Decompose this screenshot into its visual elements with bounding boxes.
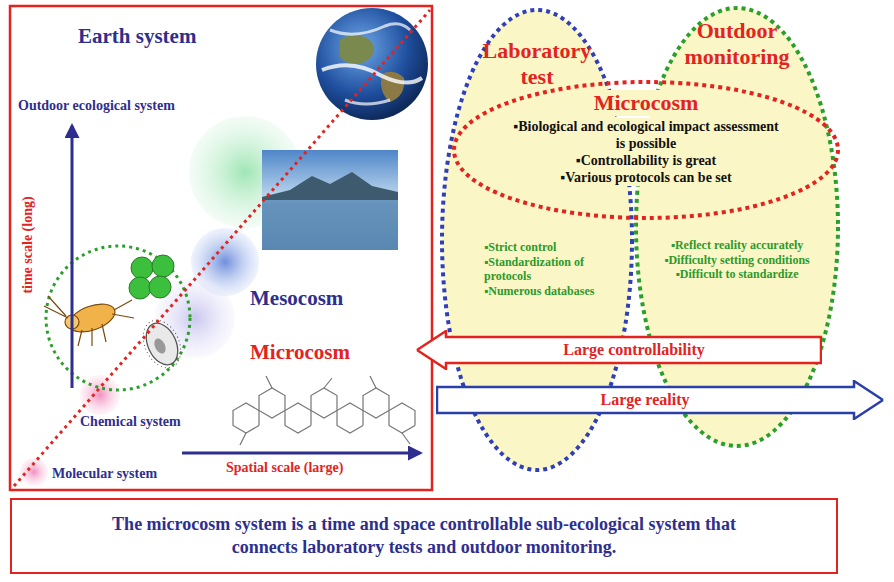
bullet-text: ▪Biological and ecological impact assess… [506,118,786,152]
scale-label: Molecular system [52,466,157,483]
scale-diagonal [14,10,430,486]
scope-ellipse: Microcosm▪Biological and ecological impa… [452,80,840,220]
crustacean [44,296,134,346]
scale-label: Outdoor ecological system [18,98,175,115]
scope-ellipse: Outdoor monitoring ▪Reflect reality accur… [634,6,840,448]
caption-box: The microcosm system is a time and space… [10,498,838,574]
bullet-text: ▪Standardization of protocols [484,255,616,284]
bullet-text: ▪Strict control [484,240,616,255]
scale-label: Chemical system [80,414,181,431]
node-outline [634,6,840,448]
bullet-text: ▪Difficulty setting conditions [650,253,824,268]
chemical-structure [233,376,415,445]
bullet-text: ▪Controllability is great [573,152,720,169]
bullet-text: ▪Various protocols can be set [557,169,734,186]
time-axis [71,126,74,388]
ellipse-heading: Laboratory test [472,38,602,91]
algae-cluster [129,255,174,299]
ellipse-heading: Microcosm [591,90,702,116]
scale-label: Spatial scale (large) [226,460,343,477]
arrow-label: Large reality [600,390,689,409]
earth-globe [316,8,428,120]
direction-arrow: Large reality [436,380,884,420]
bullet-text: ▪Difficult to standardize [650,267,824,282]
scale-bubble [20,458,48,486]
bullet-list: ▪Strict control▪Standardization of proto… [484,240,616,299]
scale-label: Earth system [78,24,196,49]
bullet-text: ▪Reflect reality accurately [650,238,824,253]
bullet-text: ▪Numerous databases [484,284,616,299]
bullet-list: ▪Biological and ecological impact assess… [506,118,786,186]
ellipse-heading: Outdoor monitoring [667,18,807,71]
lake-photo [262,150,398,250]
bullet-list: ▪Reflect reality accurately▪Difficulty s… [650,238,824,282]
scale-bubble [80,375,120,415]
caption-text: The microcosm system is a time and space… [94,513,754,560]
direction-arrow: Large controllability [416,330,822,370]
panel-frame [10,6,432,490]
scale-label: Microcosm [250,340,350,365]
arrow-label: Large controllability [563,340,704,359]
space-axis [182,452,420,455]
axis-label: time scale (long) [20,196,37,293]
scale-label: Mesocosm [250,286,343,311]
ciliate [136,314,188,374]
